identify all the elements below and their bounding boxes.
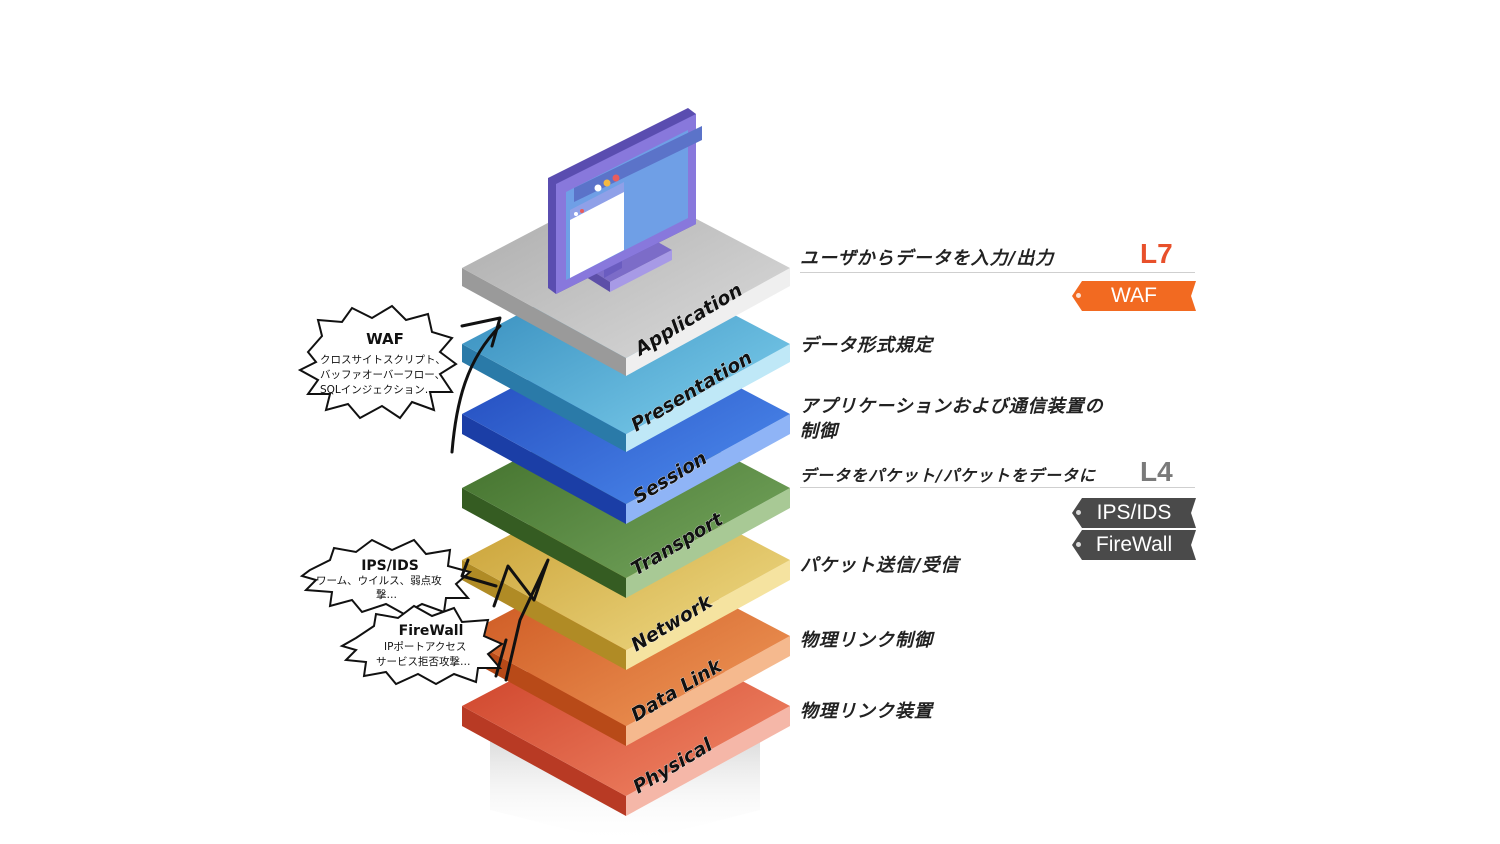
attack-arrows xyxy=(450,316,550,682)
rule-l4 xyxy=(800,487,1195,488)
tag-waf-label: WAF xyxy=(1111,284,1157,307)
desc-application: ユーザからデータを入力/出力 xyxy=(800,248,1055,269)
desc-session: アプリケーションおよび通信装置の制御 xyxy=(800,396,1104,442)
bubble-waf-line3: SQLインジェクション… xyxy=(320,384,435,396)
level-l7: L7 xyxy=(1140,238,1173,269)
rule-l7 xyxy=(800,272,1195,273)
arrow-to-firewall xyxy=(494,638,508,678)
bubble-waf-line1: クロスサイトスクリプト、 xyxy=(320,354,446,366)
arrow-to-ips xyxy=(492,558,550,682)
bubble-fw-title: FireWall xyxy=(399,623,464,639)
bubble-waf: WAF クロスサイトスクリプト、 バッファオーバーフロー、 SQLインジェクショ… xyxy=(297,304,458,420)
bubble-ips-line1: ワーム、ウイルス、弱点攻 xyxy=(316,574,442,587)
bubble-firewall: FireWall IPポートアクセス サービス拒否攻撃… xyxy=(339,604,505,686)
arrow-to-ips-head xyxy=(460,558,498,588)
bubble-fw-line1: IPポートアクセス xyxy=(384,641,466,653)
desc-physical: 物理リンク装置 xyxy=(800,701,933,722)
level-l4: L4 xyxy=(1140,456,1173,487)
tag-ips-ids: IPS/IDS xyxy=(1072,498,1196,528)
arrow-to-waf xyxy=(450,324,502,454)
tag-waf: WAF xyxy=(1072,281,1196,311)
arrow-to-waf-head xyxy=(460,316,502,348)
bubble-waf-line2: バッファオーバーフロー、 xyxy=(320,369,445,381)
tag-waf-dot-icon xyxy=(1076,293,1081,298)
desc-network: パケット送信/受信 xyxy=(800,555,960,576)
tag-ips-ids-label: IPS/IDS xyxy=(1096,501,1172,524)
monitor-icon xyxy=(548,108,702,294)
tag-ips-dot-icon xyxy=(1076,510,1081,515)
bubble-ips-line2: 撃… xyxy=(376,588,397,601)
desc-presentation: データ形式規定 xyxy=(800,335,933,356)
tag-firewall-label: FireWall xyxy=(1095,533,1173,556)
tag-fw-dot-icon xyxy=(1076,542,1081,547)
stack-shadow xyxy=(490,740,760,844)
bubble-ips-title: IPS/IDS xyxy=(361,558,419,574)
tag-firewall: FireWall xyxy=(1072,530,1196,560)
bubble-ips-ids: IPS/IDS ワーム、ウイルス、弱点攻 撃… xyxy=(299,538,473,616)
bubble-waf-title: WAF xyxy=(366,330,404,348)
desc-data-link: 物理リンク制御 xyxy=(800,630,933,651)
desc-transport: データをパケット/パケットをデータに xyxy=(800,466,1096,485)
bubble-fw-line2: サービス拒否攻撃… xyxy=(376,655,471,668)
